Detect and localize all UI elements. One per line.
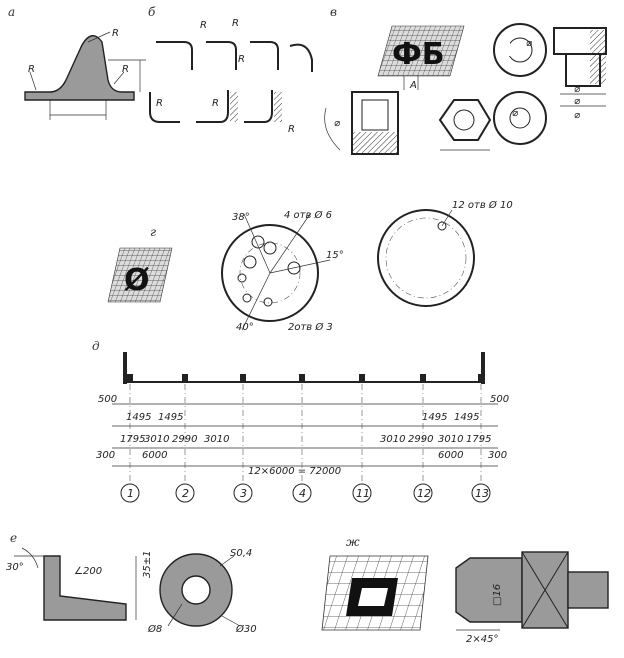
radius-label-top: R [112,28,119,39]
axis-circle [352,483,372,503]
upper-left-2: 1495 [158,412,183,423]
shaft-diameter-1: ⌀ [574,84,581,95]
lower-left-1: 1795 [120,434,145,445]
span-6000-left: 6000 [142,450,167,461]
truss-bolt [127,374,133,382]
axis-markers: 1 2 3 4 11 12 13 [120,483,491,503]
truss-bolts [127,374,484,382]
washer-diameter-symbol: ⌀ [512,108,519,119]
label-4-holes: 4 отв Ø 6 [284,209,332,221]
chamfer-label: 2×45° [466,634,498,645]
ring-diameter-symbol: ⌀ [526,38,533,49]
outer-diameter: Ø30 [235,623,257,635]
angle-38: 38° [232,212,250,223]
axis-label-2: 2 [182,487,189,500]
panel-label-v: в [330,5,337,19]
axis-circle [471,483,491,503]
radius-b4: R [156,98,163,109]
label-2-holes: 2отв Ø 3 [288,321,333,333]
lower-right-2: 2990 [408,434,433,445]
angle-15: 15° [326,250,344,261]
sphere-label: S0,4 [230,548,252,559]
axis-circle [175,483,195,503]
lower-right-1: 3010 [380,434,405,445]
upper-right-2: 1495 [454,412,479,423]
total-length: 12×6000 = 72000 [248,466,341,477]
radius-b3: R [238,54,245,65]
label-12-holes: 12 отв Ø 10 [452,199,513,211]
axis-label-3: 3 [240,487,247,500]
panel-label-g: г [150,225,156,239]
truss-bolt [359,374,365,382]
span-6000-right: 6000 [438,450,463,461]
radius-b6: R [288,124,295,135]
radius-b1: R [200,20,207,31]
axis-label-11: 11 [356,487,370,500]
angle-40: 40° [236,322,254,333]
axis-label-4: 4 [299,487,306,500]
radius-b5: R [212,98,219,109]
panel-label-b: б [148,5,156,19]
fb-symbol: ФБ [392,37,445,72]
axis-circle [120,483,140,503]
upper-right-1: 1495 [422,412,447,423]
panel-v-mechanical-parts: в ФБ A ⌀ ⌀ ⌀ ⌀ ⌀ ⌀ [324,5,607,155]
lower-left-3: 2990 [172,434,197,445]
shaft-diameter-3: ⌀ [574,110,581,121]
phi-symbol: Ø [124,263,150,298]
axis-label-12: 12 [417,487,431,500]
panel-g-holes: г Ø 38° 4 отв Ø 6 15° 40° 2отв Ø 3 12 от… [107,199,513,333]
slope-label: ∠200 [74,566,102,577]
panel-label-d: д [92,339,100,353]
height-label: 35±1 [142,551,153,578]
axis-circle [233,483,253,503]
truss-bolt [420,374,426,382]
panel-b-corner-radii: б R R R R R R [148,5,313,135]
dim-a-letter: A [409,80,417,91]
truss-bolt [240,374,246,382]
radius-label-left: R [28,64,35,75]
axis-label-1: 1 [127,487,134,500]
axis-leaders [129,384,482,484]
truss-bolt [182,374,188,382]
truss-bolt [299,374,305,382]
nut-diameter-symbol: ⌀ [334,118,341,129]
upper-left-1: 1495 [126,412,151,423]
radius-b2: R [232,18,239,29]
lower-right-4: 1795 [466,434,491,445]
dim-500-right: 500 [490,394,509,405]
angle-30: 30° [6,562,24,573]
dim-300-right: 300 [488,450,507,461]
panel-label-zh: ж [346,535,360,549]
lower-right-3: 3010 [438,434,463,445]
panel-label-a: а [8,5,15,19]
panel-d-truss-dimensions: д 500 500 1495 1495 1495 1495 1795 3010 … [92,339,509,503]
axis-circle [292,483,312,503]
dim-300-left: 300 [96,450,115,461]
dim-500-left: 500 [98,394,117,405]
axis-circle [413,483,433,503]
shaft-diameter-2: ⌀ [574,96,581,107]
lower-left-2: 3010 [144,434,169,445]
lower-left-4: 3010 [204,434,229,445]
panel-a-fillet-bracket: а R R R [8,5,146,120]
square-label: □16 [492,584,503,606]
inner-diameter: Ø8 [147,623,162,635]
axis-label-13: 13 [475,487,489,500]
panel-label-e: е [10,531,17,545]
radius-label-right: R [122,64,129,75]
truss-bolt [478,374,484,382]
panel-zh-square-shaft: ж □16 2×45° [321,535,609,645]
panel-e-angle-profile: е 30° ∠200 35±1 S0,4 Ø8 Ø30 [6,531,257,635]
